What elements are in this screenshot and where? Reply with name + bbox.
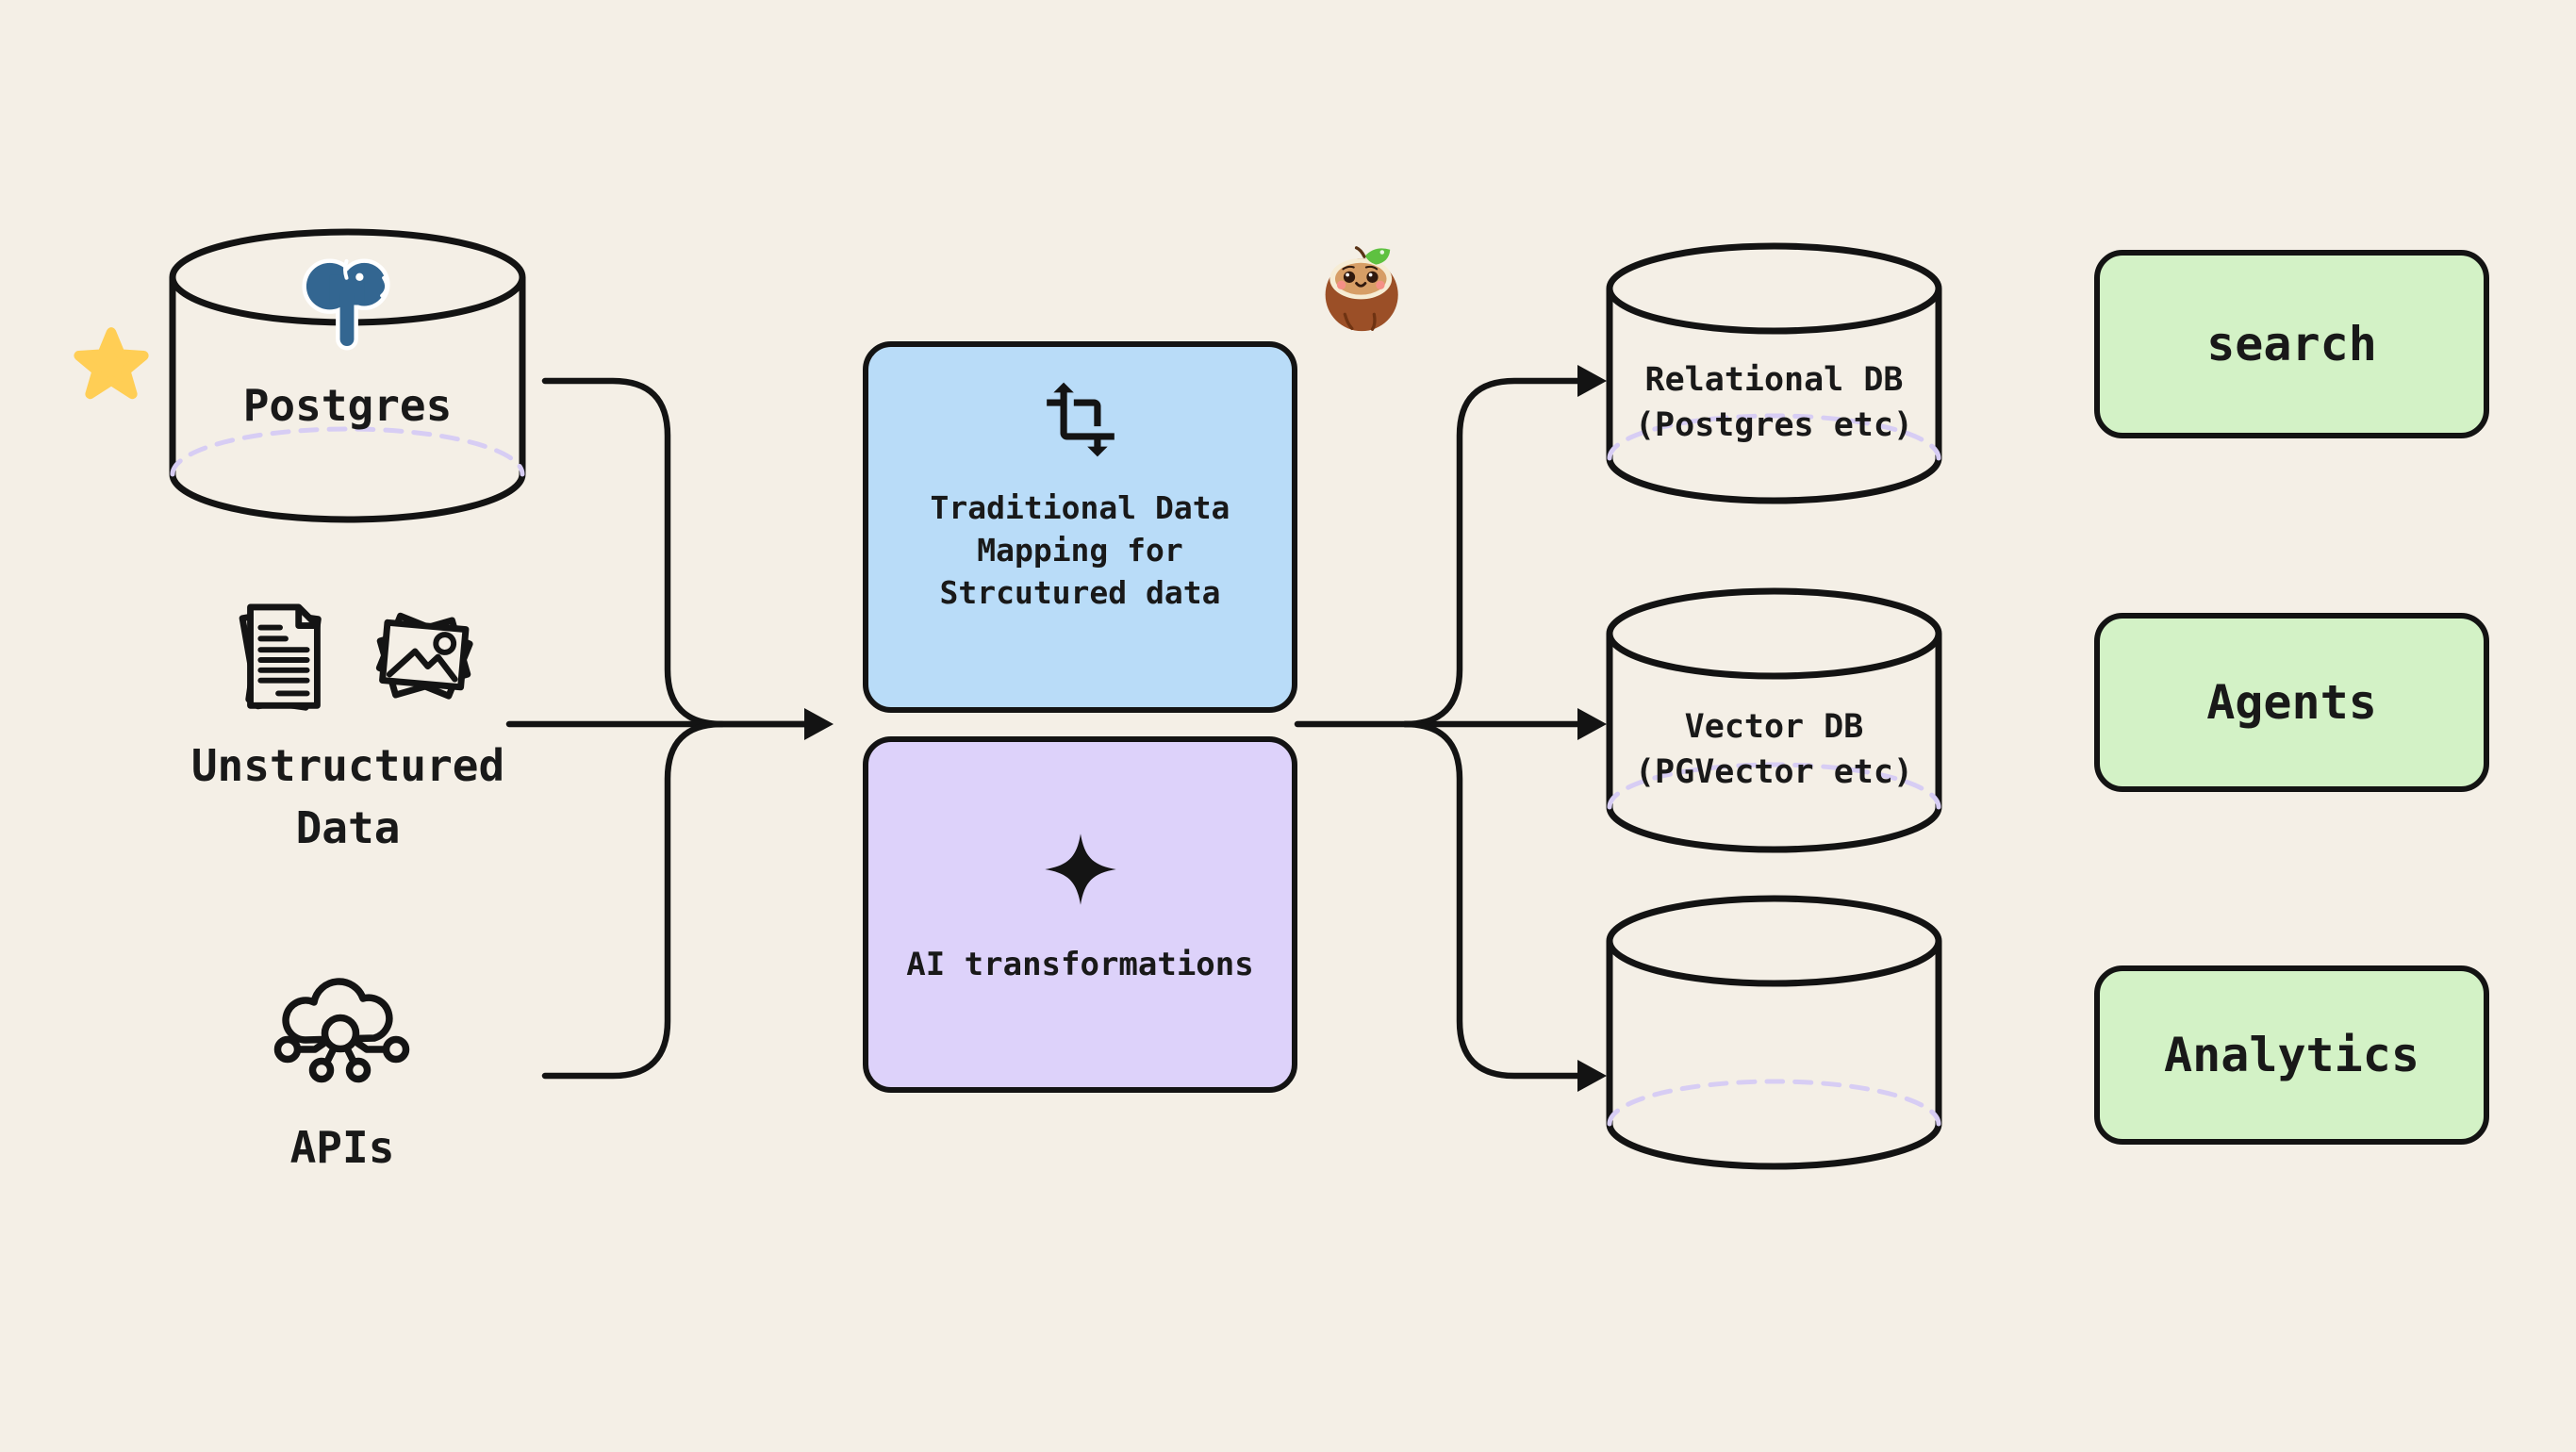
split-arrows [1294, 377, 1582, 1080]
arrow-to-relational-db [1401, 377, 1582, 728]
transform-arrows-icon [1040, 379, 1121, 460]
arrow-to-unlabeled-db [1401, 720, 1582, 1080]
output-box-analytics: Analytics [2094, 965, 2489, 1145]
postgres-label: Postgres [242, 380, 453, 431]
agents-label: Agents [2206, 675, 2377, 730]
photos-stack-icon [366, 600, 483, 717]
apis-label: APIs [289, 1122, 395, 1173]
coconut-mascot-icon [1320, 243, 1409, 336]
documents-stack-icon [223, 594, 343, 728]
split-arrowhead-bottom [1577, 1060, 1607, 1092]
merge-arrowhead [804, 708, 834, 740]
star-icon [74, 326, 149, 402]
sparkle-icon [1042, 831, 1119, 908]
unstructured-data-label: Unstructured Data [190, 740, 505, 853]
traditional-mapping-box: Traditional Data Mapping for Strcutured … [863, 341, 1297, 713]
analytics-label: Analytics [2164, 1028, 2419, 1082]
arrow-from-postgres [541, 377, 809, 728]
unlabeled-db-cylinder [1606, 895, 1942, 1170]
postgres-elephant-icon [298, 249, 396, 356]
traditional-mapping-label: Traditional Data Mapping for Strcutured … [930, 489, 1230, 611]
relational-db-label: Relational DB (Postgres etc) [1634, 361, 1913, 444]
output-box-agents: Agents [2094, 613, 2489, 792]
output-box-search: search [2094, 250, 2489, 438]
search-label: search [2206, 317, 2377, 371]
postgres-cylinder [169, 228, 526, 523]
merge-arrows [505, 377, 809, 1080]
ai-transformations-box: AI transformations [863, 736, 1297, 1093]
arrow-from-apis [541, 720, 726, 1080]
vector-db-label: Vector DB (PGVector etc) [1634, 708, 1913, 791]
relational-db-cylinder [1606, 242, 1942, 504]
vector-db-cylinder [1606, 587, 1942, 853]
split-arrowhead-top [1577, 365, 1607, 397]
cloud-network-icon [273, 977, 410, 1085]
split-arrowhead-mid [1577, 708, 1607, 740]
ai-transformations-label: AI transformations [906, 946, 1254, 983]
